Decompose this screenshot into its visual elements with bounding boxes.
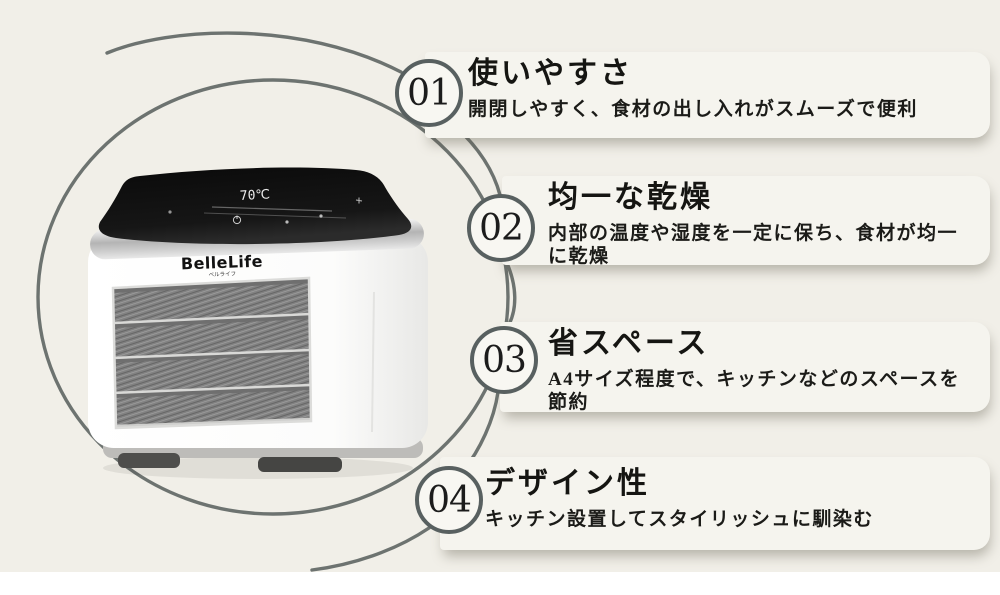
mesh-tray-1: [113, 283, 311, 322]
product-top-panel: [98, 167, 412, 245]
product-brand: BelleLife: [181, 252, 264, 274]
control-dot-1: [285, 220, 289, 224]
product-brand-sub: ベルライフ: [208, 271, 236, 279]
feature-description: 開閉しやすく、食材の出し入れがスムーズで便利: [468, 98, 918, 120]
connector-segment-start: [105, 31, 403, 74]
product-brand-logo: BelleLife ベルライフ: [181, 252, 264, 279]
feature-description: キッチン設置してスタイリッシュに馴染む: [485, 508, 874, 530]
control-dot-3: [168, 210, 172, 214]
feature-card-4: デザイン性 キッチン設置してスタイリッシュに馴染む: [440, 457, 990, 550]
product-foot-right: [258, 457, 342, 472]
connector-segment-end: [310, 526, 431, 572]
product-side-seam: [371, 291, 375, 433]
product-tray-window: [111, 276, 313, 430]
feature-title: 均一な乾燥: [548, 181, 713, 214]
product-circle-outline: [36, 78, 510, 516]
feature-card-1: 使いやすさ 開閉しやすく、食材の出し入れがスムーズで便利: [425, 52, 990, 138]
feature-description: A4サイズ程度で、キッチンなどのスペースを 節約: [548, 368, 961, 413]
mesh-tray-4: [113, 390, 311, 428]
feature-card-2: 均一な乾燥 内部の温度や湿度を一定に保ち、食材が均一 に乾燥: [502, 176, 990, 267]
feature-number: 02: [479, 207, 524, 249]
feature-number-badge-4: 04: [415, 466, 483, 534]
control-plus-icon: [355, 197, 363, 204]
mesh-tray-2: [113, 319, 311, 357]
feature-number-badge-2: 02: [467, 194, 535, 262]
product-display: 70℃: [168, 187, 363, 225]
feature-title: 使いやすさ: [468, 57, 633, 90]
display-temperature: 70℃: [239, 187, 270, 204]
feature-number: 03: [482, 339, 527, 381]
feature-description: 内部の温度や湿度を一定に保ち、食材が均一 に乾燥: [548, 222, 959, 267]
feature-card-3: 省スペース A4サイズ程度で、キッチンなどのスペースを 節約: [500, 322, 990, 413]
feature-number-badge-1: 01: [395, 59, 463, 127]
feature-number-badge-3: 03: [470, 326, 538, 394]
mesh-tray-3: [113, 354, 311, 392]
product-photo: 70℃ BelleLife ベルライフ: [88, 167, 428, 479]
feature-title: 省スペース: [548, 327, 710, 360]
feature-title: デザイン性: [485, 467, 650, 500]
control-dot-2: [319, 214, 323, 218]
feature-number: 01: [407, 72, 452, 114]
feature-number: 04: [427, 479, 472, 521]
power-icon: [232, 215, 242, 225]
product-foot-left: [118, 453, 180, 468]
bottom-white-strip: [0, 572, 1000, 595]
